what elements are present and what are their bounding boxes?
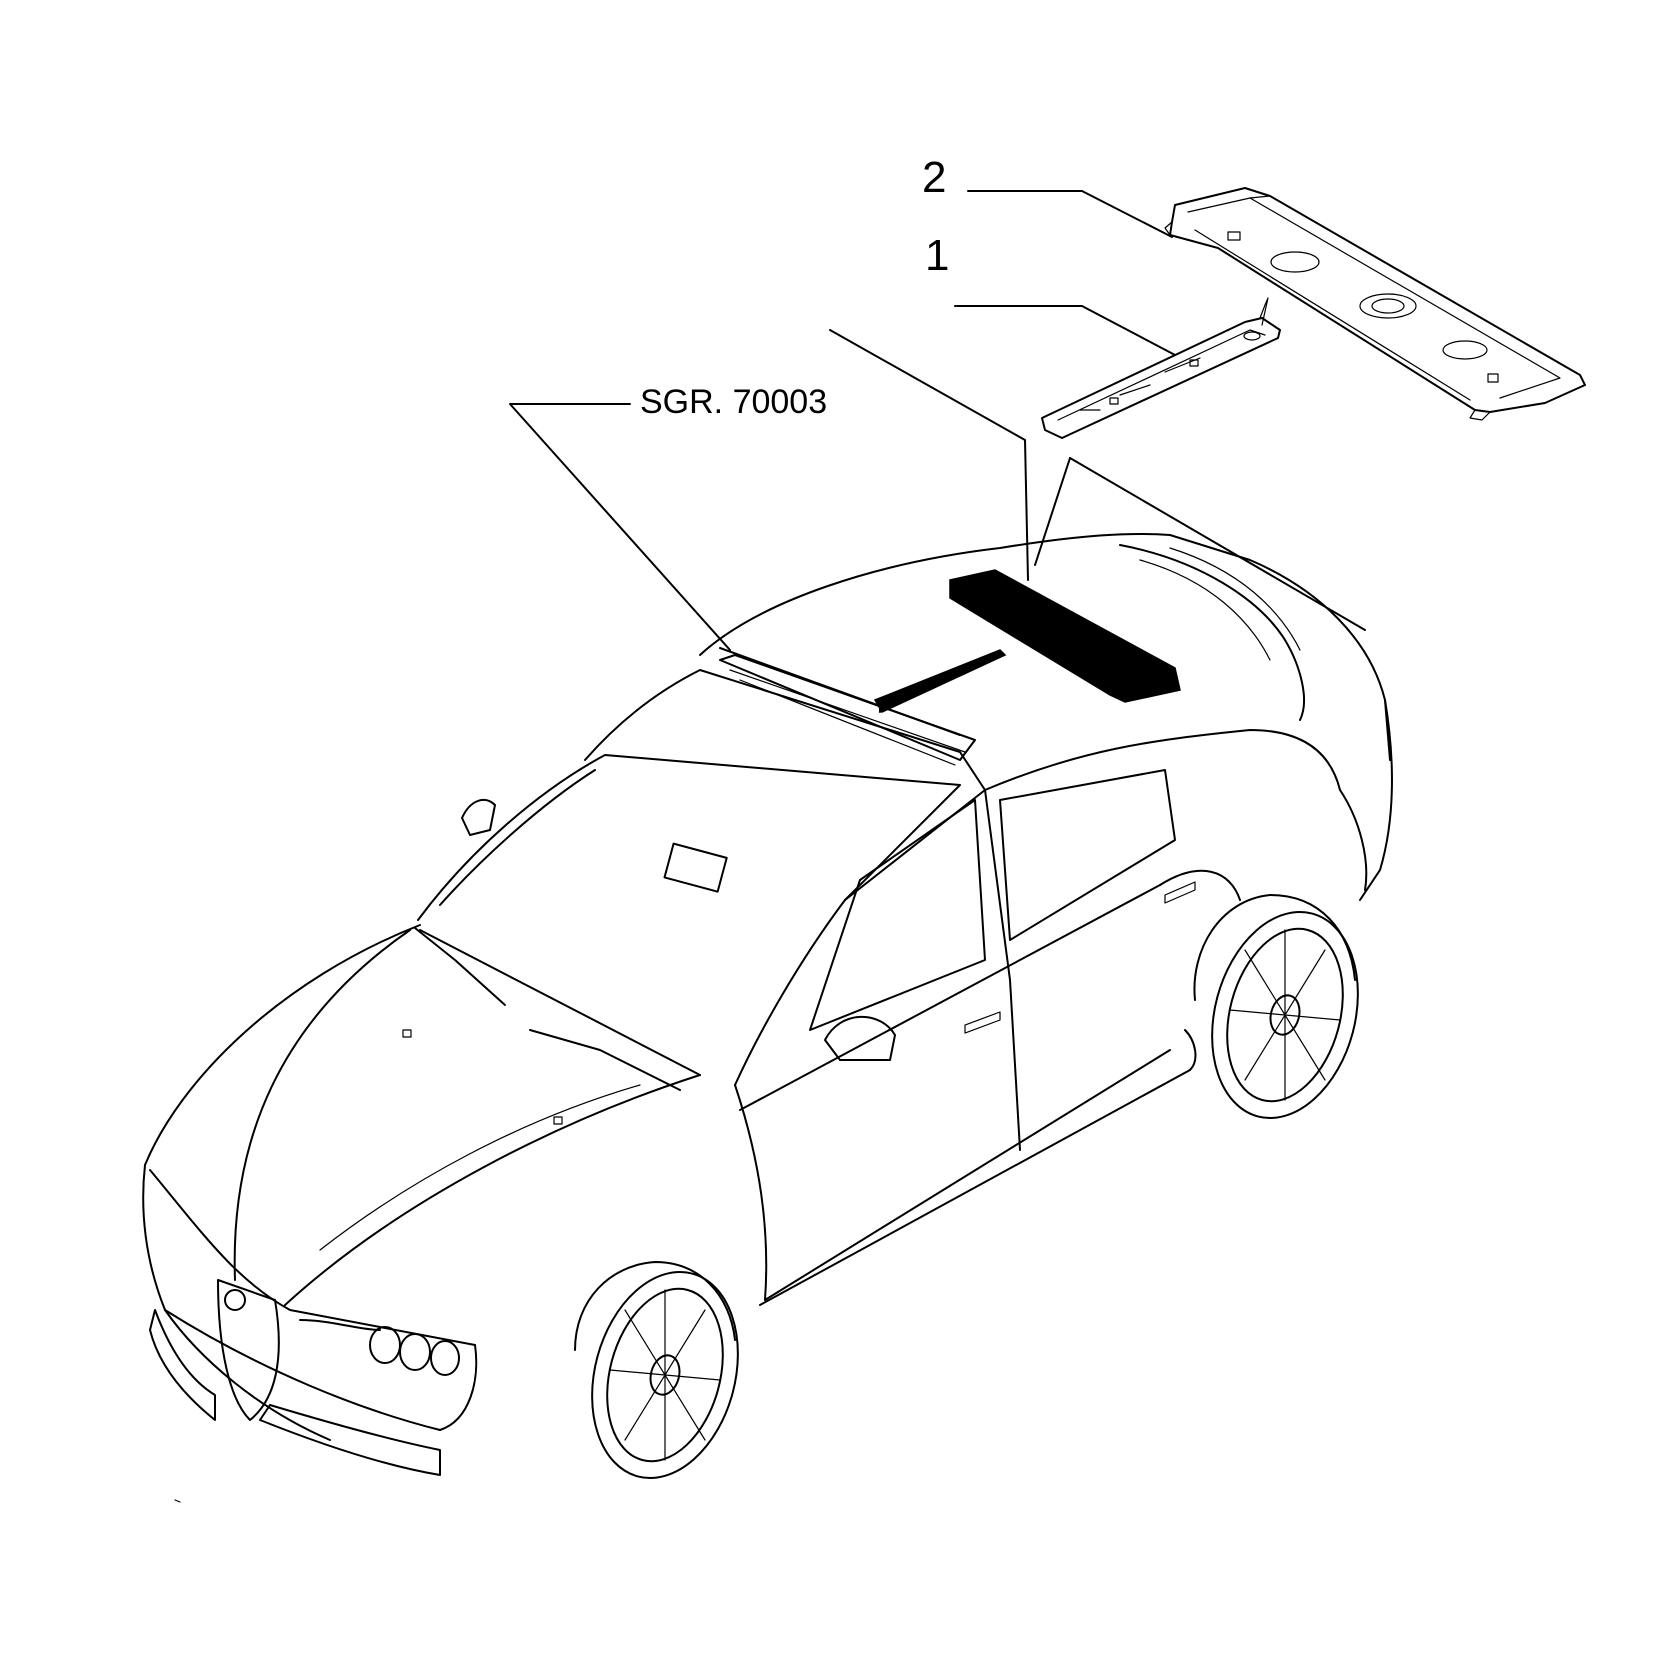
corner-mark xyxy=(174,1499,181,1503)
callout-1: 1 xyxy=(925,231,949,280)
part-1-front-cross-member xyxy=(1041,297,1281,439)
front-wheel xyxy=(574,1261,739,1480)
explode-line-left-drop xyxy=(1024,439,1029,581)
callout-2: 2 xyxy=(922,153,946,202)
explode-line-left xyxy=(829,329,1026,441)
leader-lines xyxy=(509,190,1366,651)
rear-wheel xyxy=(1193,894,1359,1120)
group-reference-label: SGR. 70003 xyxy=(640,383,827,421)
car-body xyxy=(142,532,1393,1476)
installed-roof-parts xyxy=(719,569,1181,766)
leader-line-2 xyxy=(967,190,1173,238)
explode-line-center xyxy=(1034,457,1071,566)
part-2-rear-cross-member xyxy=(1164,187,1586,421)
leader-line-sgr xyxy=(509,403,731,651)
leader-line-1 xyxy=(954,305,1176,356)
explode-line-right xyxy=(1069,457,1366,631)
installed-part-2 xyxy=(949,569,1181,703)
installed-part-1 xyxy=(873,649,1007,713)
